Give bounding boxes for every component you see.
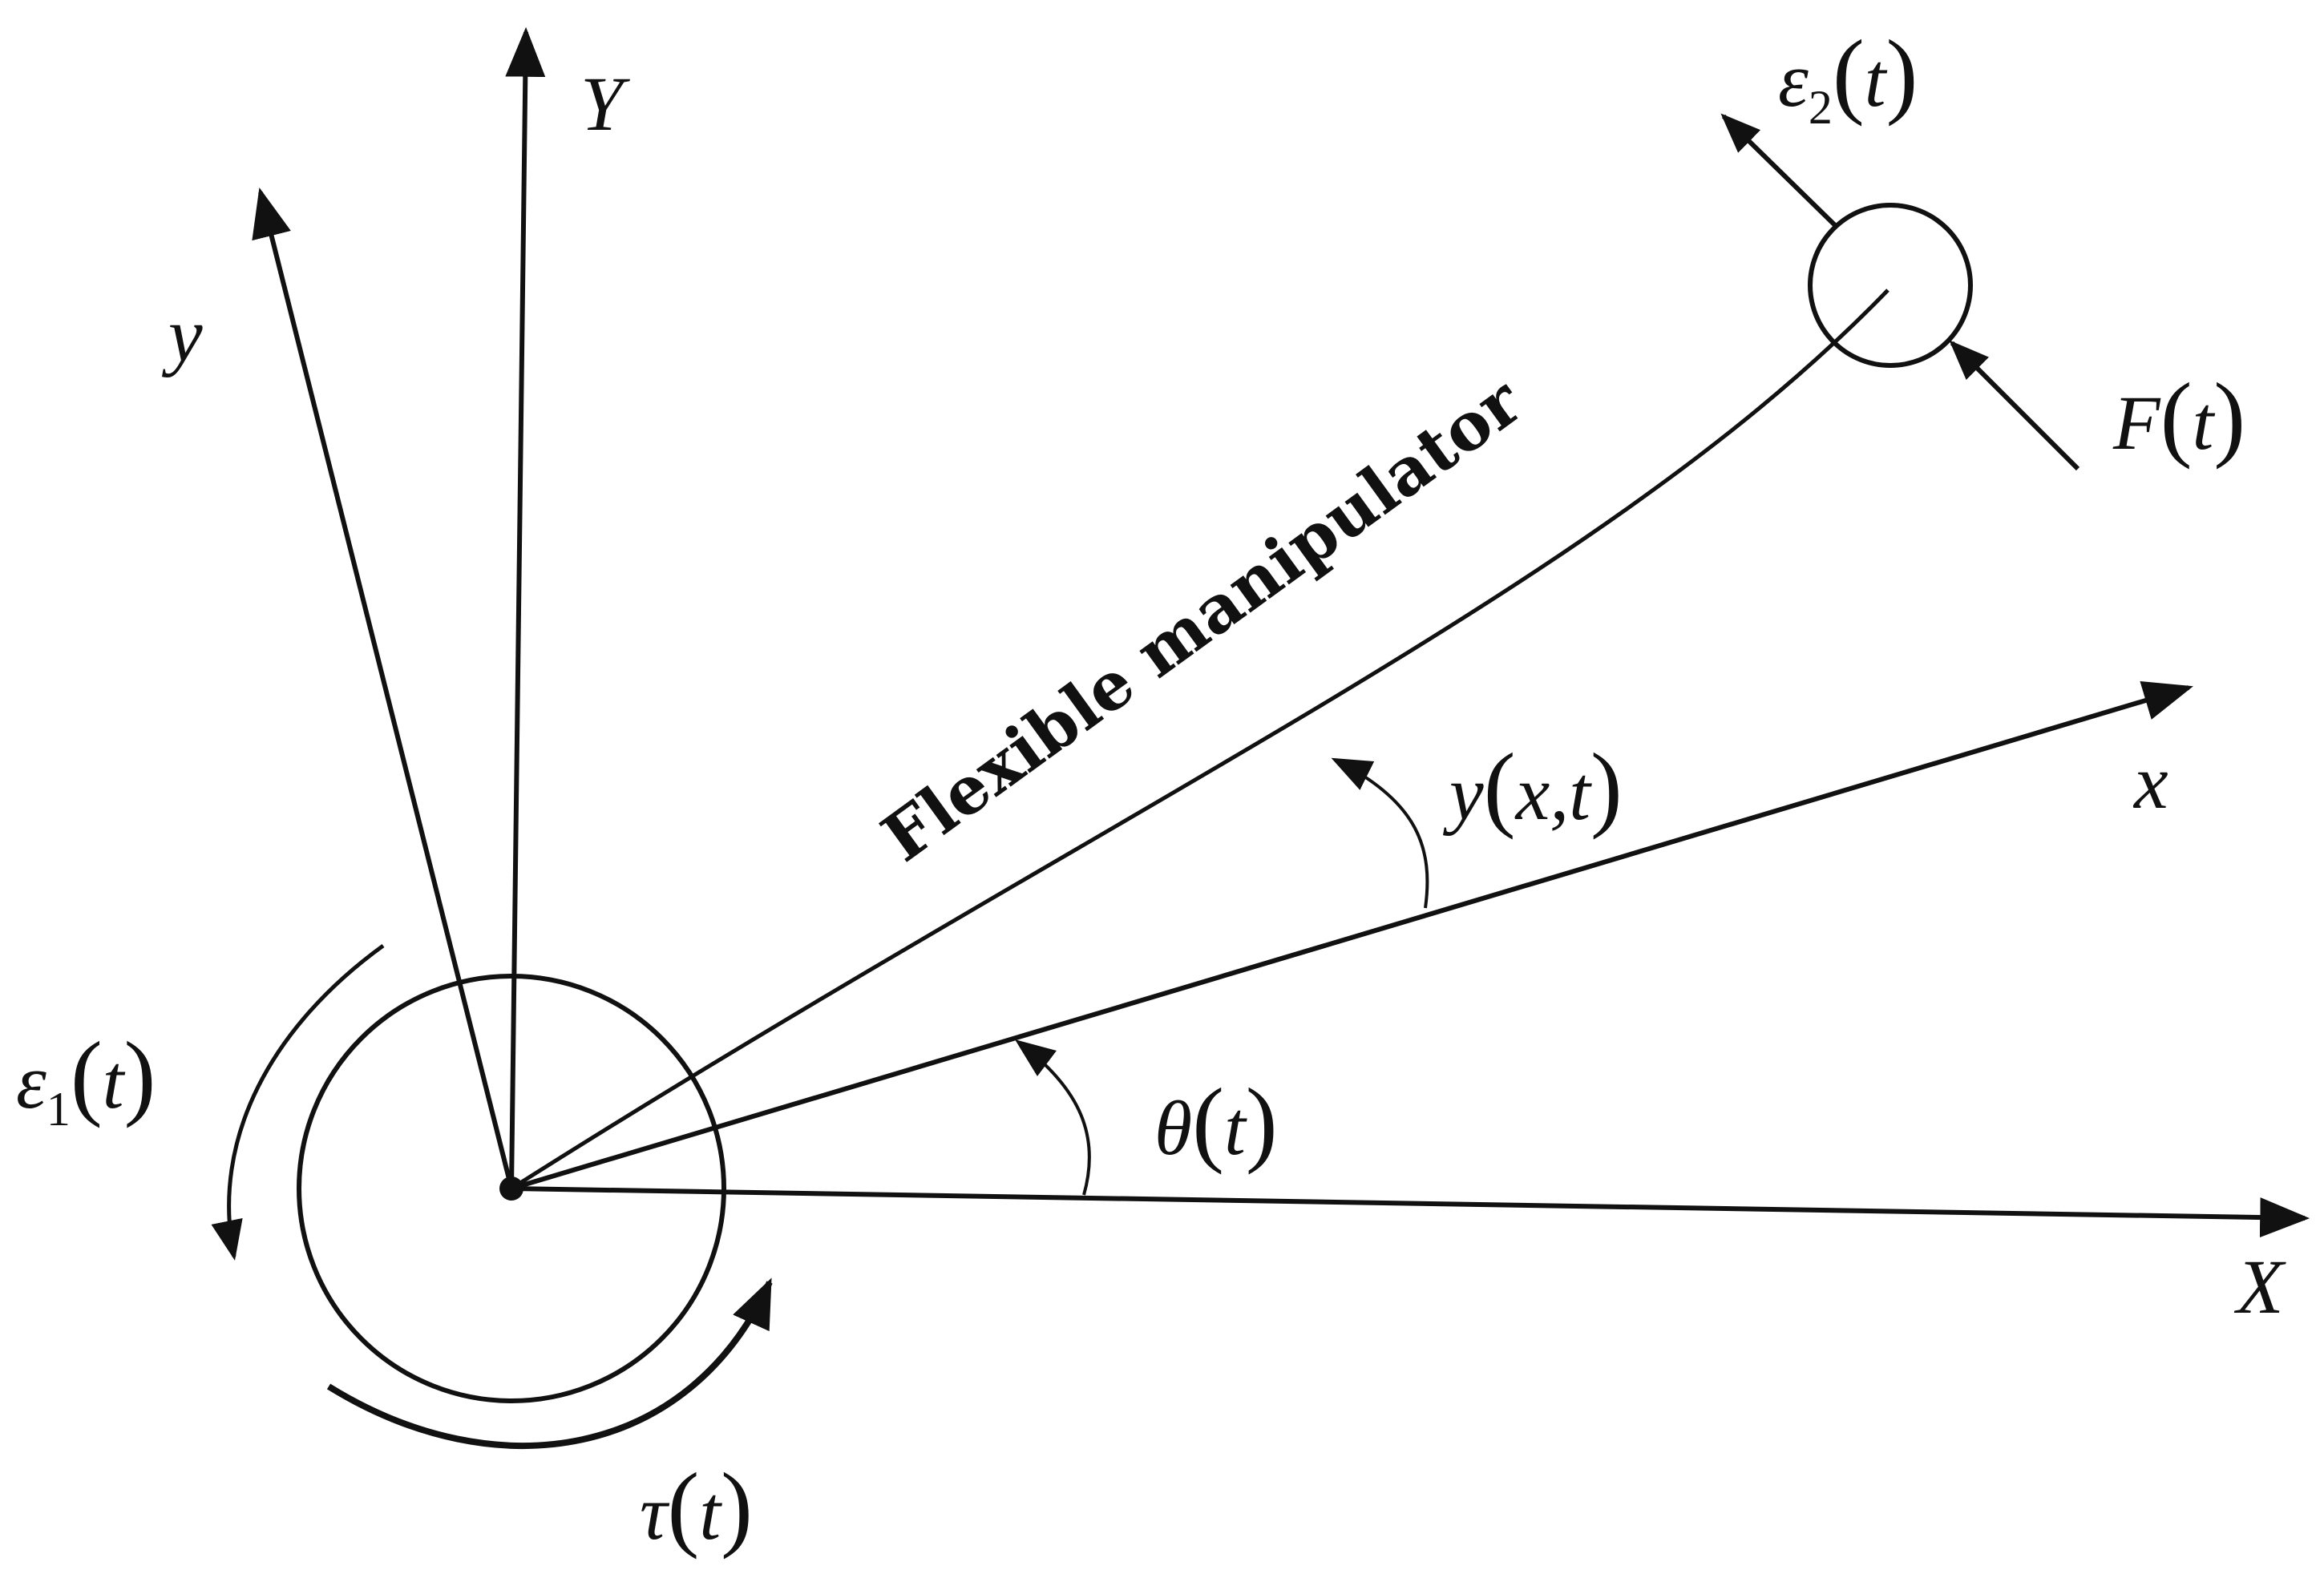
eps2-symbol: ε (1778, 37, 1809, 123)
label-force: F(t) (2112, 363, 2245, 470)
label-tau: τ(t) (640, 1453, 753, 1560)
eps2-arg: t (1865, 37, 1888, 123)
label-local-x: x (2132, 739, 2168, 825)
force-arg: t (2193, 380, 2216, 466)
label-theta: θ(t) (1154, 1068, 1278, 1175)
global-X-axis (511, 1186, 2310, 1238)
eps1-arc (211, 943, 385, 1261)
theta-symbol: θ (1154, 1085, 1192, 1171)
tau-arc (326, 1277, 773, 1449)
tau-symbol: τ (640, 1470, 670, 1556)
deflection-angle-arc (1331, 757, 1429, 909)
force-symbol: F (2112, 380, 2161, 466)
tau-arg: t (699, 1470, 722, 1556)
eps2-subscript: 2 (1809, 81, 1833, 134)
global-Y-axis (505, 26, 546, 1189)
theta-arg: t (1224, 1085, 1247, 1171)
theta-angle-arc (1015, 1039, 1091, 1196)
label-global-X: X (2233, 1244, 2286, 1330)
label-deflection: y(x,t) (1442, 733, 1623, 840)
deflection-arg: x,t (1514, 750, 1593, 836)
label-eps1: ε1(t) (16, 1022, 156, 1136)
hub-center-point (499, 1176, 523, 1201)
force-arrow (1949, 340, 2080, 471)
local-y-axis (252, 187, 514, 1189)
flexible-beam-curve (510, 289, 1890, 1191)
tip-payload-circle (1808, 203, 1973, 368)
label-local-y: y (161, 292, 203, 377)
label-global-Y: Y (580, 61, 630, 147)
eps1-subscript: 1 (46, 1083, 71, 1136)
label-flexible-manipulator: Flexible manipulator (868, 362, 1536, 877)
eps2-arrow (1720, 113, 1838, 228)
hub-circle (297, 974, 726, 1403)
eps1-arg: t (103, 1039, 126, 1124)
deflection-symbol: y (1442, 750, 1484, 836)
eps1-symbol: ε (16, 1039, 46, 1124)
local-x-axis (511, 681, 2193, 1191)
label-eps2: ε2(t) (1778, 20, 1918, 134)
